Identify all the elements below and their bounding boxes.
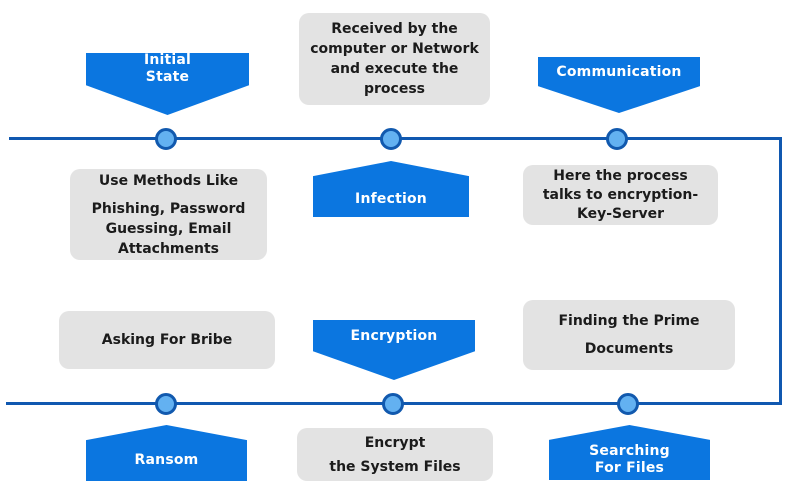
banner-initial-state: Initial State — [86, 53, 249, 115]
banner-ransom: Ransom — [86, 425, 247, 481]
note-talks-to-key-server: Here the process talks to encryption- Ke… — [523, 165, 718, 225]
banner-encryption: Encryption — [313, 320, 475, 380]
timeline-node-ransom — [155, 393, 177, 415]
timeline-connector-right — [779, 137, 782, 405]
banner-communication: Communication — [538, 57, 700, 113]
timeline-node-communication — [606, 128, 628, 150]
timeline-node-encryption — [382, 393, 404, 415]
note-asking-for-bribe: Asking For Bribe — [59, 311, 275, 369]
banner-searching-for-files: Searching For Files — [549, 425, 710, 480]
timeline-node-initial-state — [155, 128, 177, 150]
timeline-node-searching — [617, 393, 639, 415]
banner-infection: Infection — [313, 161, 469, 217]
note-received-by-computer: Received by the computer or Network and … — [299, 13, 490, 105]
timeline-node-infection — [380, 128, 402, 150]
